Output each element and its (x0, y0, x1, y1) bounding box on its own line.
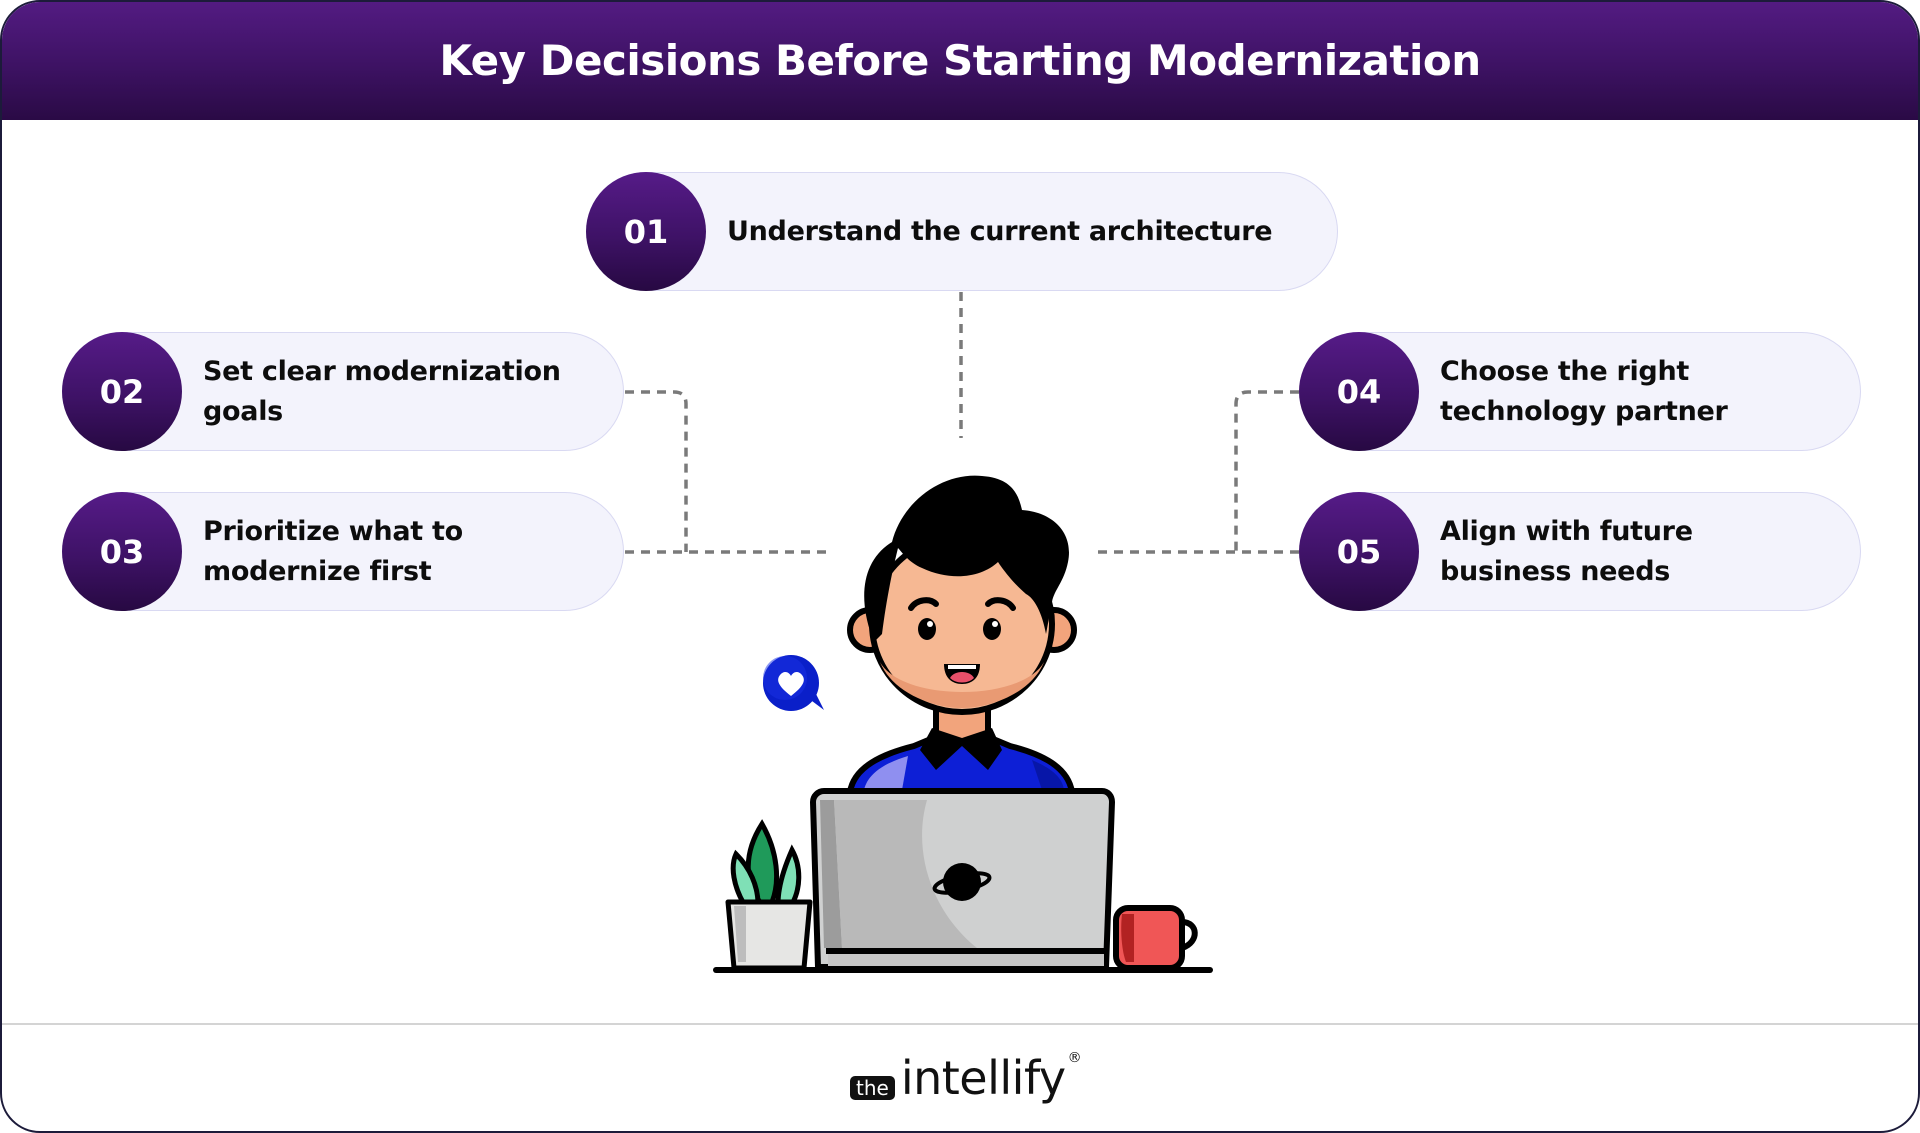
person-at-laptop-illustration (713, 475, 1213, 973)
step-number: 04 (1336, 372, 1382, 411)
logo-wordmark: intellify (900, 1051, 1066, 1105)
step-card-01: 01 Understand the current architecture (586, 172, 1338, 291)
connector-04 (1234, 390, 1299, 552)
step-label: Choose the right technology partner (1440, 352, 1820, 432)
step-label-line: Understand the current architecture (727, 215, 1273, 247)
person-body (847, 699, 1075, 795)
planet-logo-icon (932, 863, 992, 901)
heart-chat-bubble-icon (763, 655, 824, 711)
step-card-03: 03 Prioritize what to modernize first (62, 492, 624, 611)
step-label-line: business needs (1440, 555, 1670, 587)
step-label-line: Prioritize what to (203, 515, 463, 547)
person-head (847, 475, 1077, 715)
step-label-line: Set clear modernization (203, 355, 561, 387)
step-number-badge: 04 (1299, 332, 1419, 451)
footer-divider (2, 1023, 1918, 1025)
coffee-mug (1113, 905, 1198, 971)
step-number-badge: 02 (62, 332, 182, 451)
step-label: Prioritize what to modernize first (203, 512, 583, 592)
step-label: Understand the current architecture (727, 212, 1297, 252)
step-number-badge: 05 (1299, 492, 1419, 611)
header-banner: Key Decisions Before Starting Modernizat… (2, 2, 1918, 120)
plant-pot (725, 819, 813, 971)
step-label-line: technology partner (1440, 395, 1728, 427)
step-number: 03 (99, 532, 145, 571)
step-card-04: 04 Choose the right technology partner (1299, 332, 1861, 451)
registered-mark-icon: ® (1067, 1050, 1082, 1066)
step-number: 02 (99, 372, 145, 411)
step-label-line: goals (203, 395, 283, 427)
step-number-badge: 01 (586, 172, 706, 291)
step-label: Align with future business needs (1440, 512, 1820, 592)
step-number: 01 (623, 212, 669, 251)
laptop (810, 788, 1115, 970)
step-label-line: Align with future (1440, 515, 1693, 547)
step-card-02: 02 Set clear modernization goals (62, 332, 624, 451)
logo-prefix: the (850, 1076, 895, 1100)
step-label-line: modernize first (203, 555, 432, 587)
connector-02 (625, 390, 688, 552)
step-card-05: 05 Align with future business needs (1299, 492, 1861, 611)
step-label-line: Choose the right (1440, 355, 1689, 387)
step-number: 05 (1336, 532, 1382, 571)
page-title: Key Decisions Before Starting Modernizat… (439, 35, 1481, 85)
step-number-badge: 03 (62, 492, 182, 611)
brand-logo: the intellify ® (850, 1048, 1082, 1108)
step-label: Set clear modernization goals (203, 352, 583, 432)
